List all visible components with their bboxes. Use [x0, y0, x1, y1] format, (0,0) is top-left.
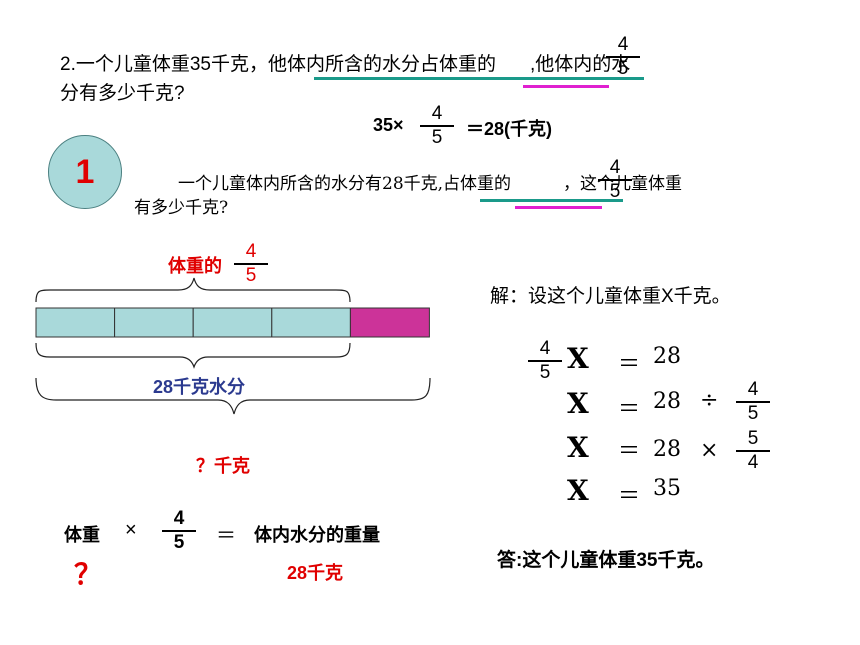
relation-times: × [125, 519, 137, 541]
problem1-line2: 有多少千克? [134, 198, 229, 218]
solution-line2-eq: ＝ [618, 397, 641, 422]
problem1-text-pre: 一个儿童体内所含的水分有28千克, [178, 174, 444, 194]
solution-line2-val: 28 [653, 389, 681, 414]
problem2-line2: 分有多少千克? [60, 83, 185, 104]
bar-segment-1 [35, 307, 116, 338]
denominator: 5 [609, 180, 621, 202]
problem2-magenta-underline [523, 85, 609, 88]
bottom-brace [35, 377, 431, 415]
solution-line4-x: X [567, 474, 589, 507]
solution-line4-val: 35 [653, 476, 681, 501]
diagram-bottom-label: ？千克 [196, 456, 250, 476]
relation-fraction: 4 5 [162, 509, 196, 553]
bar-segment-5-shaded [349, 307, 430, 338]
problem2-text-pre: 2.一个儿童体重35千克， [60, 54, 268, 75]
solution-line3-op: × [700, 438, 719, 463]
problem2-line1: 2.一个儿童体重35千克，他体内所含的水分占体重的 ,他体内的水 [60, 49, 630, 76]
solution-line2-op: ÷ [700, 388, 719, 413]
solution-line2-x: X [567, 387, 589, 420]
solution-line3-val: 28 [653, 437, 681, 462]
numerator: 4 [609, 157, 621, 178]
numerator: 4 [539, 338, 551, 359]
solution-line3-eq: ＝ [618, 439, 641, 464]
numerator: 4 [617, 34, 629, 55]
problem1-magenta-underline [515, 206, 602, 209]
relation-equals: ＝ [216, 525, 236, 547]
numerator: 4 [173, 508, 185, 529]
top-brace [35, 277, 351, 303]
denominator: 5 [747, 402, 759, 424]
problem1-fraction: 4 5 [598, 158, 632, 202]
numerator: 4 [747, 379, 759, 400]
problem-number-badge: 1 [48, 135, 122, 209]
denominator: 5 [617, 57, 629, 79]
denominator: 4 [747, 451, 759, 473]
numerator: 4 [431, 103, 443, 124]
denominator: 5 [173, 531, 185, 553]
relation-question: ？ [74, 559, 103, 590]
numerator: 5 [747, 428, 759, 449]
solution-line4-eq: ＝ [618, 484, 641, 509]
relation-value: 28千克 [287, 563, 344, 583]
solution-line2-fraction: 4 5 [736, 380, 770, 424]
solution-line1-eq: ＝ [618, 352, 641, 377]
diagram-top-label: 体重的 [168, 256, 222, 276]
solution-header: 解：设这个儿童体重X千克。 [490, 286, 731, 307]
problem2-text-mid: 他体内所含的水分占体重的 [267, 54, 496, 75]
bar-segment-3 [192, 307, 273, 338]
problem2-fraction: 4 5 [606, 35, 640, 79]
bar-segment-4 [271, 307, 351, 338]
relation-right: 体内水分的重量 [254, 525, 380, 545]
mid-brace [35, 342, 351, 369]
diagram-top-fraction: 4 5 [234, 242, 268, 286]
solution-line3-fraction: 5 4 [736, 429, 770, 473]
denominator: 5 [431, 126, 443, 148]
denominator: 5 [245, 264, 257, 286]
denominator: 5 [539, 361, 551, 383]
calc-post: ＝28(千克) [466, 119, 553, 139]
problem2-text-post: ,他体内的水 [530, 54, 631, 75]
solution-line1-fraction: 4 5 [528, 339, 562, 383]
solution-line1-x: X [567, 342, 589, 375]
solution-line3-x: X [567, 431, 589, 464]
bar-segment-2 [114, 307, 194, 338]
problem1-teal-underline [480, 199, 623, 202]
problem1-text-mid: 占体重的 [443, 174, 512, 194]
problem2-teal-underline [314, 77, 644, 80]
numerator: 4 [245, 241, 257, 262]
solution-answer: 答:这个儿童体重35千克。 [497, 550, 715, 571]
solution-line1-val: 28 [653, 344, 681, 369]
problem1-text-post: ，这个儿童体重 [563, 174, 683, 194]
badge-number: 1 [75, 152, 95, 191]
calc-fraction: 4 5 [420, 104, 454, 148]
calc-pre: 35× [373, 115, 404, 135]
relation-left: 体重 [64, 525, 100, 545]
problem1-line1: 一个儿童体内所含的水分有28千克,占体重的 ，这个儿童体重 [178, 169, 682, 194]
diagram-mid-label: 28千克水分 [153, 377, 246, 397]
